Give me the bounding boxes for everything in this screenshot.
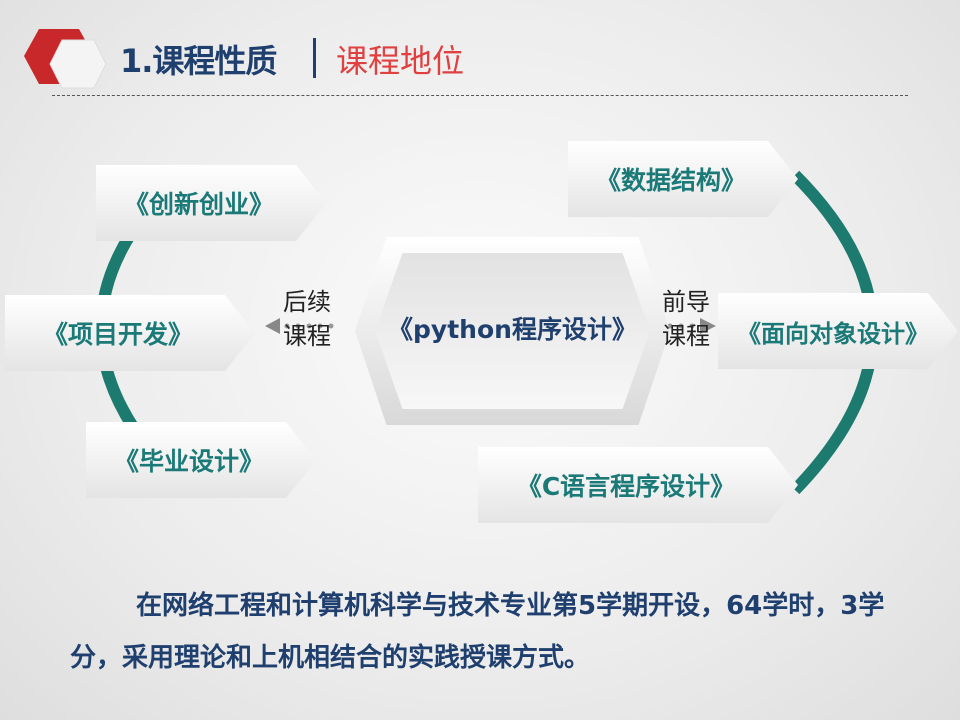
course-project-dev: 《项目开发》 [5, 295, 255, 371]
course-c-programming: 《C语言程序设计》 [478, 447, 798, 523]
subsequent-label-line1: 后续 [283, 288, 331, 316]
course-innovation: 《创新创业》 [96, 165, 326, 241]
left-arrow-icon [265, 318, 280, 334]
section-subtitle: 课程地位 [336, 42, 465, 80]
subsequent-label-line2: 课程 [283, 322, 331, 350]
title-divider [313, 38, 316, 78]
course-description: 在网络工程和计算机科学与技术专业第5学期开设，64学时，3学分，采用理论和上机相… [70, 591, 885, 673]
right-arrow-icon [700, 318, 716, 334]
course-graduation: 《毕业设计》 [86, 422, 316, 498]
left-dots [284, 323, 334, 329]
course-oop: 《面向对象设计》 [718, 293, 958, 369]
subsequent-label: 后续 课程 [283, 285, 331, 353]
prerequisite-label-line1: 前导 [662, 288, 710, 316]
course-data-structures: 《数据结构》 [568, 141, 798, 217]
prerequisite-label: 前导 课程 [662, 285, 710, 353]
hexagon-logo-icon [24, 29, 107, 89]
section-title: 1.课程性质 [120, 42, 277, 80]
center-course: 《python程序设计》 [388, 315, 637, 344]
header-dashed-line [52, 95, 908, 96]
prerequisite-label-line2: 课程 [662, 322, 710, 350]
right-dots [667, 323, 695, 329]
center-hexagon-inner [375, 253, 650, 409]
